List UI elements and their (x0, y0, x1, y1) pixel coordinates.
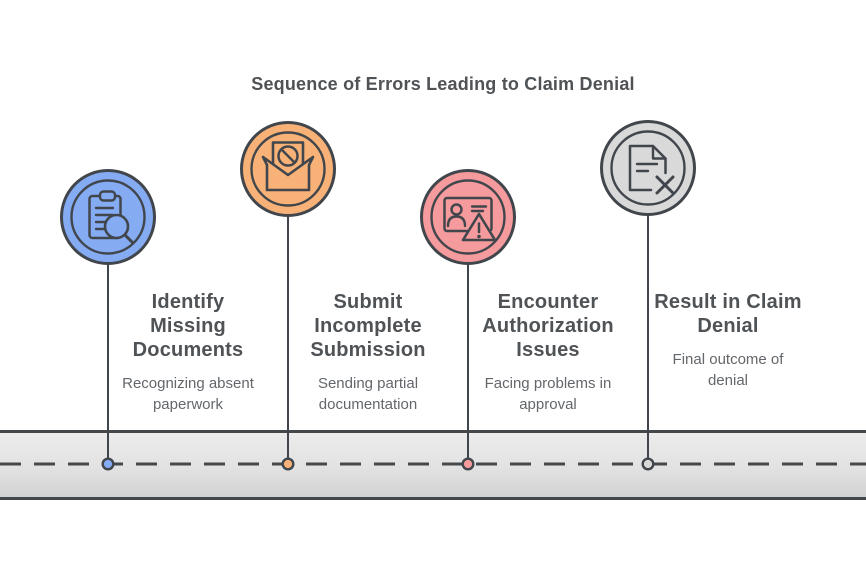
milestone-text: Submit Incomplete Submission Sending par… (283, 290, 453, 415)
milestone-badge (240, 121, 336, 217)
milestone-description: Recognizing absent paperwork (122, 375, 254, 413)
milestone-text: Result in Claim Denial Final outcome of … (643, 290, 813, 391)
milestone-heading: Encounter Authorization Issues (482, 291, 614, 361)
milestone-description: Final outcome of denial (672, 351, 784, 389)
milestone-badge (60, 169, 156, 265)
connector-line (647, 214, 649, 465)
document-rejected-icon (628, 144, 675, 195)
timeline-node (461, 457, 475, 471)
id-card-warning-icon (443, 196, 497, 242)
milestone-heading: Submit Incomplete Submission (310, 291, 426, 361)
timeline-node (281, 457, 295, 471)
milestone-badge (420, 169, 516, 265)
envelope-blocked-icon (261, 141, 315, 192)
milestone-heading: Result in Claim Denial (654, 291, 802, 337)
page-title: Sequence of Errors Leading to Claim Deni… (251, 74, 635, 94)
milestone-heading: Identify Missing Documents (132, 291, 244, 361)
connector-line (467, 263, 469, 465)
connector-line (287, 215, 289, 465)
clipboard-search-icon (88, 190, 135, 245)
milestone-description: Facing problems in approval (484, 375, 612, 413)
timeline-node (641, 457, 655, 471)
milestone-badge (600, 120, 696, 216)
timeline-dashed-line (0, 462, 866, 466)
milestone-description: Sending partial documentation (317, 375, 419, 413)
timeline-node (101, 457, 115, 471)
milestone-text: Encounter Authorization Issues Facing pr… (463, 290, 633, 415)
connector-line (107, 263, 109, 465)
milestone-text: Identify Missing Documents Recognizing a… (103, 290, 273, 415)
